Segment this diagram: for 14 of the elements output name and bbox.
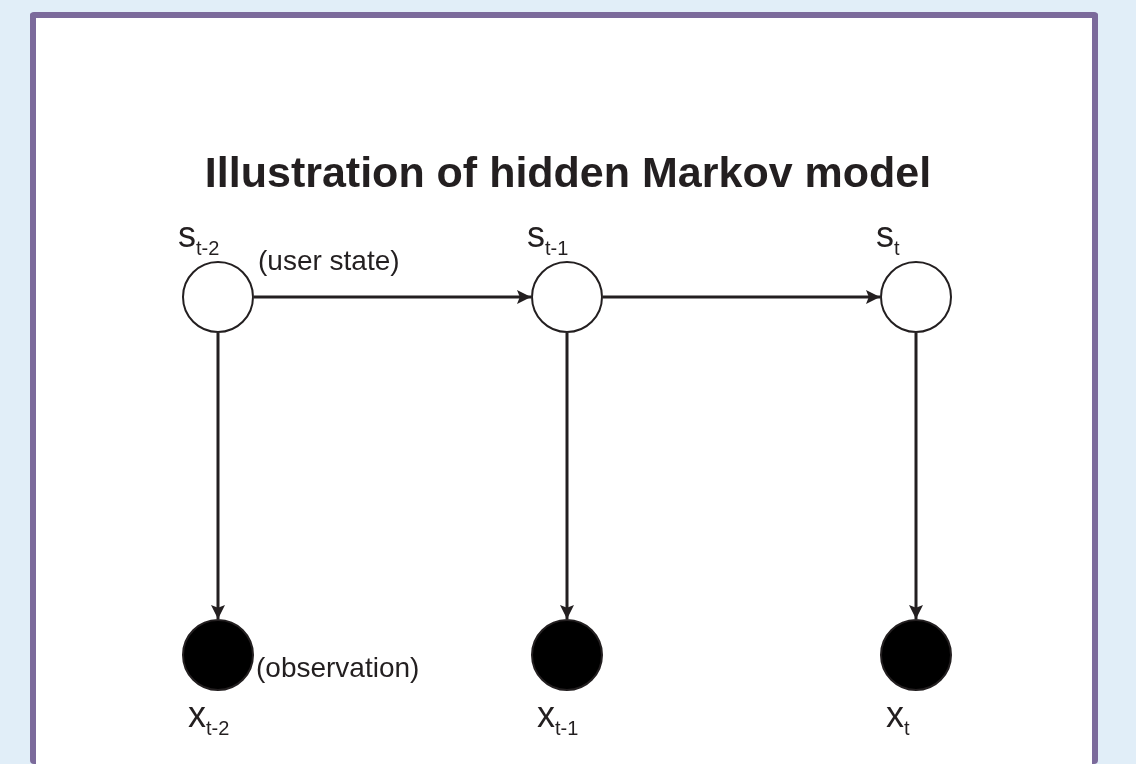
annotation-text: (user state) xyxy=(258,245,400,277)
variable-label: s$_{t-1}$ xyxy=(527,217,569,259)
variable-label: s$_{t-2}$ xyxy=(178,217,220,259)
arrow xyxy=(909,333,923,619)
arrow xyxy=(254,290,531,304)
arrow xyxy=(560,333,574,619)
variable-label: s$_{t}$ xyxy=(876,217,900,259)
variable-label: x$_{t}$ xyxy=(886,697,910,739)
variable-label: x$_{t-2}$ xyxy=(188,697,230,739)
title: Illustration of hidden Markov model xyxy=(203,148,933,197)
annotation-text: (observation) xyxy=(256,652,420,684)
arrow xyxy=(603,290,880,304)
arrow xyxy=(211,333,225,619)
variable-label: x$_{t-1}$ xyxy=(537,697,579,739)
